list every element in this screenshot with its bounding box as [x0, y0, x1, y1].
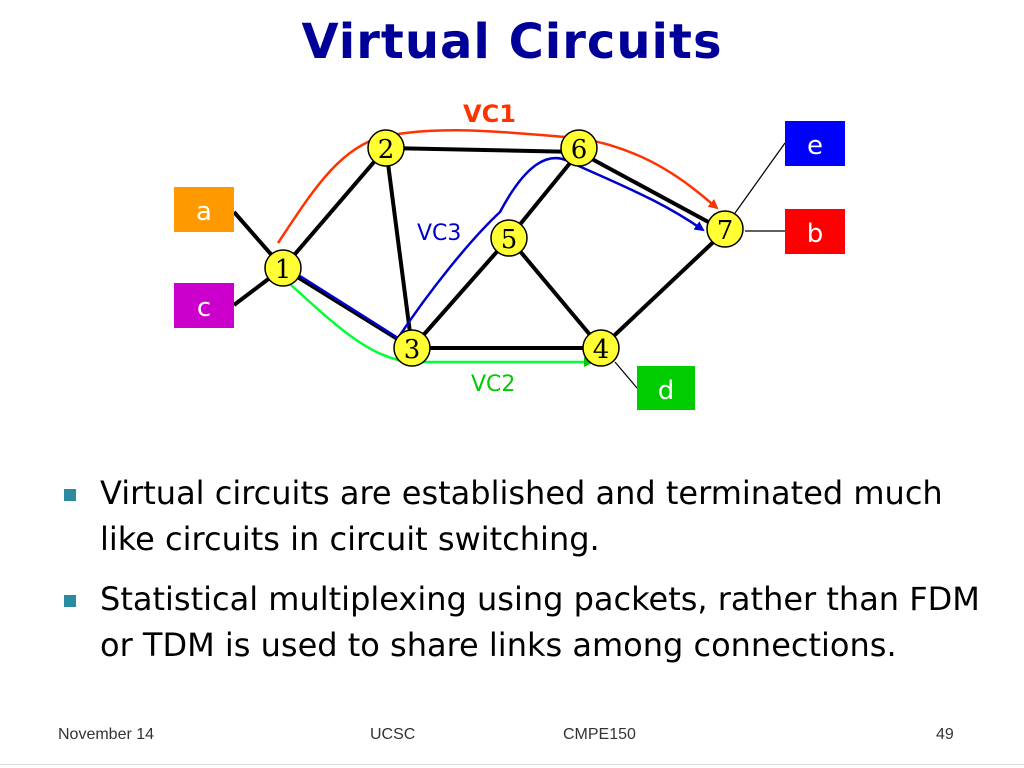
host-a: a	[174, 187, 234, 232]
router-node-1: 1	[264, 249, 302, 287]
link-6-7	[578, 150, 726, 233]
square-bullet-icon	[64, 489, 76, 501]
router-5-label: 5	[501, 225, 518, 255]
host-b-label: b	[807, 219, 824, 249]
router-1-circle	[264, 249, 302, 287]
router-node-3: 3	[393, 329, 431, 367]
host-a-box	[174, 187, 234, 232]
router-3-label: 3	[404, 335, 421, 365]
host-c-label: c	[197, 293, 211, 323]
host-e-label: e	[807, 131, 823, 161]
link-1-2	[281, 146, 388, 270]
link-2-3	[384, 147, 414, 349]
vc1-path	[276, 129, 719, 244]
host-b: b	[785, 209, 845, 254]
footer-divider	[0, 764, 1024, 765]
router-4-label: 4	[593, 335, 610, 365]
slide-title: Virtual Circuits	[301, 14, 723, 70]
router-node-6: 6	[560, 129, 598, 167]
router-2-label: 2	[378, 135, 395, 165]
router-7-label: 7	[717, 216, 734, 246]
router-6-circle	[560, 129, 598, 167]
vc2-label: VC2	[471, 372, 515, 397]
router-6-label: 6	[571, 135, 588, 165]
router-node-7: 7	[706, 210, 744, 248]
bullet-text: Virtual circuits are established and ter…	[100, 474, 943, 558]
router-7-circle	[706, 210, 744, 248]
footer-course: CMPE150	[563, 726, 636, 743]
bullet-item: Statistical multiplexing using packets, …	[60, 576, 990, 668]
router-2-circle	[367, 129, 405, 167]
router-node-2: 2	[367, 129, 405, 167]
footer-org: UCSC	[370, 726, 416, 743]
router-4-circle	[582, 329, 620, 367]
link-d-4	[614, 361, 638, 389]
link-4-7	[599, 229, 727, 350]
host-c-box	[174, 283, 234, 328]
vc3-label: VC3	[417, 221, 461, 246]
host-e-box	[785, 121, 845, 166]
host-e: e	[785, 121, 845, 166]
square-bullet-icon	[64, 595, 76, 607]
router-1-label: 1	[275, 255, 292, 285]
link-2-6	[385, 146, 580, 154]
footer-page-number: 49	[936, 726, 954, 743]
host-a-label: a	[196, 197, 212, 227]
bullet-list: Virtual circuits are established and ter…	[60, 470, 990, 682]
router-links	[232, 146, 727, 350]
host-d: d	[637, 366, 695, 410]
footer-date: November 14	[58, 726, 155, 743]
router-5-circle	[490, 219, 528, 257]
host-d-label: d	[658, 376, 675, 406]
link-3-5	[410, 236, 511, 350]
link-5-4	[507, 236, 603, 350]
vc1-label: VC1	[463, 100, 516, 128]
bullet-item: Virtual circuits are established and ter…	[60, 470, 990, 562]
vc3-path	[299, 156, 705, 340]
host-c: c	[174, 283, 234, 328]
host-b-box	[785, 209, 845, 254]
bullet-text: Statistical multiplexing using packets, …	[100, 580, 980, 664]
router-3-circle	[393, 329, 431, 367]
vc2-path	[290, 284, 594, 367]
router-node-4: 4	[582, 329, 620, 367]
link-e-7	[734, 142, 786, 214]
router-node-5: 5	[490, 219, 528, 257]
host-d-box	[637, 366, 695, 410]
